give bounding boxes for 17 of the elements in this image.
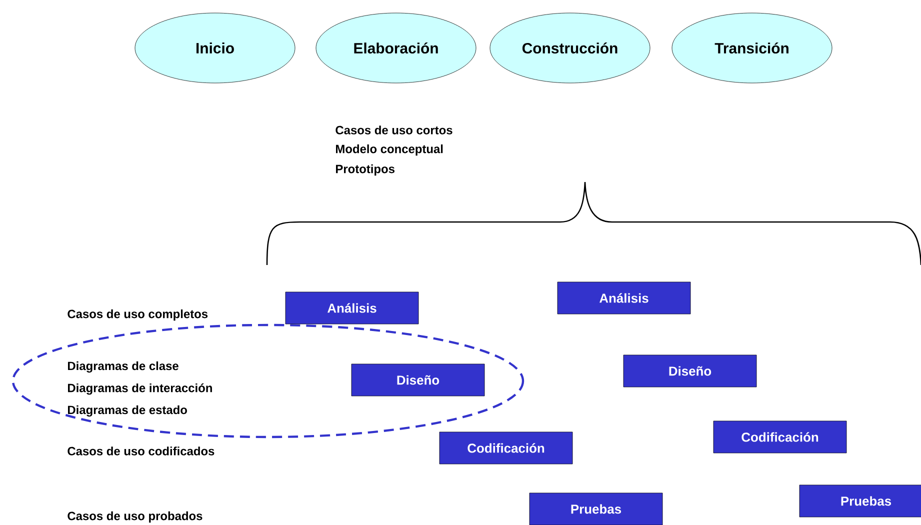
list-text: Diagramas de estado bbox=[68, 405, 187, 417]
activity-box: Análisis bbox=[557, 282, 691, 314]
list-text: Modelo conceptual bbox=[336, 144, 443, 156]
activity-box: Codificación bbox=[439, 432, 573, 464]
activity-box: Pruebas bbox=[529, 492, 663, 525]
list-text: Casos de uso probados bbox=[68, 511, 202, 523]
list-text: Casos de uso cortos bbox=[336, 126, 452, 134]
list-text: Diagramas de interacción bbox=[68, 383, 212, 395]
list-text: Casos de uso completos bbox=[68, 309, 208, 321]
activity-box: Diseño bbox=[351, 364, 485, 396]
activity-box: Codificación bbox=[713, 420, 847, 454]
activity-box: Pruebas bbox=[799, 484, 921, 518]
activity-box: Diseño bbox=[623, 354, 757, 388]
list-text: Prototipos bbox=[336, 164, 394, 176]
list-text: Diagramas de clase bbox=[68, 361, 178, 373]
activity-box: Análisis bbox=[285, 292, 419, 324]
list-text: Casos de uso codificados bbox=[68, 446, 214, 456]
